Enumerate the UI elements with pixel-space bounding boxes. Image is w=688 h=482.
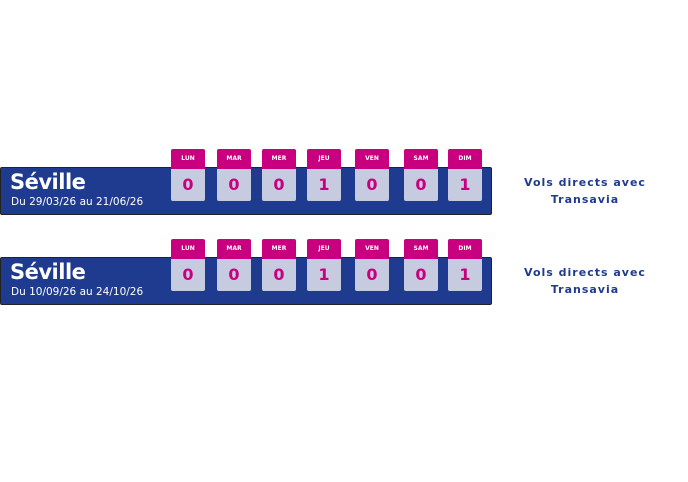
day-flight-count: 1	[307, 259, 341, 291]
city-name: Séville	[10, 170, 86, 194]
day-cell: MAR 0	[217, 149, 251, 201]
day-label: VEN	[355, 149, 389, 169]
day-flight-count: 0	[262, 169, 296, 201]
day-cell: MER 0	[262, 239, 296, 291]
date-range: Du 29/03/26 au 21/06/26	[11, 196, 144, 208]
day-flight-count: 0	[404, 259, 438, 291]
day-cell: MAR 0	[217, 239, 251, 291]
route-block: Séville Du 29/03/26 au 21/06/26 LUN 0 MA…	[0, 149, 688, 219]
day-cell: JEU 1	[307, 239, 341, 291]
day-flight-count: 0	[217, 169, 251, 201]
day-cell: VEN 0	[355, 239, 389, 291]
note-line: Vols directs avec	[524, 176, 646, 189]
day-label: MAR	[217, 239, 251, 259]
day-cell: SAM 0	[404, 149, 438, 201]
day-label: DIM	[448, 149, 482, 169]
day-label: MER	[262, 149, 296, 169]
day-label: LUN	[171, 149, 205, 169]
day-flight-count: 1	[448, 169, 482, 201]
day-cell: LUN 0	[171, 149, 205, 201]
day-flight-count: 1	[307, 169, 341, 201]
day-cell: JEU 1	[307, 149, 341, 201]
day-label: JEU	[307, 239, 341, 259]
day-flight-count: 1	[448, 259, 482, 291]
day-label: DIM	[448, 239, 482, 259]
day-cell: SAM 0	[404, 239, 438, 291]
day-cell: DIM 1	[448, 239, 482, 291]
day-flight-count: 0	[355, 259, 389, 291]
day-flight-count: 0	[262, 259, 296, 291]
day-label: VEN	[355, 239, 389, 259]
note-line: Transavia	[550, 193, 620, 206]
note-line: Vols directs avec	[524, 266, 646, 279]
note-line: Transavia	[550, 283, 620, 296]
day-flight-count: 0	[171, 259, 205, 291]
day-label: LUN	[171, 239, 205, 259]
day-cell: MER 0	[262, 149, 296, 201]
day-label: MAR	[217, 149, 251, 169]
route-block: Séville Du 10/09/26 au 24/10/26 LUN 0 MA…	[0, 239, 688, 309]
day-flight-count: 0	[404, 169, 438, 201]
date-range: Du 10/09/26 au 24/10/26	[11, 286, 144, 298]
day-flight-count: 0	[171, 169, 205, 201]
day-flight-count: 0	[355, 169, 389, 201]
city-name: Séville	[10, 260, 86, 284]
day-cell: LUN 0	[171, 239, 205, 291]
day-cell: VEN 0	[355, 149, 389, 201]
day-flight-count: 0	[217, 259, 251, 291]
day-label: SAM	[404, 149, 438, 169]
day-label: JEU	[307, 149, 341, 169]
day-label: MER	[262, 239, 296, 259]
day-cell: DIM 1	[448, 149, 482, 201]
day-label: SAM	[404, 239, 438, 259]
